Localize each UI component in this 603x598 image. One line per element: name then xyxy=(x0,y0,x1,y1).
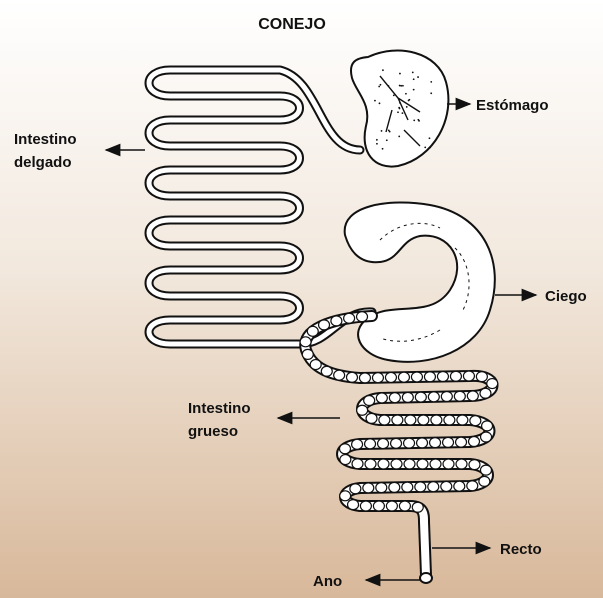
label-small-intestine-1: Intestino xyxy=(14,131,77,148)
fecal-pellet xyxy=(352,439,363,449)
title: CONEJO xyxy=(258,16,326,33)
label-large-intestine-1: Intestino xyxy=(188,400,251,417)
fecal-pellet xyxy=(379,415,390,425)
fecal-pellet xyxy=(360,501,371,511)
fecal-pellet xyxy=(411,372,422,382)
fecal-pellet xyxy=(444,415,455,425)
fecal-pellet xyxy=(402,482,413,492)
fecal-pellet xyxy=(363,483,374,493)
fecal-pellet xyxy=(467,481,478,491)
fecal-pellet xyxy=(443,437,454,447)
fecal-pellet xyxy=(339,444,350,454)
fecal-pellet xyxy=(352,459,363,469)
fecal-pellet xyxy=(378,459,389,469)
fecal-pellet xyxy=(443,459,454,469)
fecal-pellet xyxy=(350,484,361,494)
fecal-pellet xyxy=(346,372,357,382)
fecal-pellet xyxy=(469,437,480,447)
fecal-pellet xyxy=(398,372,409,382)
fecal-pellet xyxy=(417,459,428,469)
fecal-pellet xyxy=(450,371,461,381)
fecal-pellet xyxy=(392,415,403,425)
fecal-pellet xyxy=(391,438,402,448)
fecal-pellet xyxy=(424,372,435,382)
fecal-pellet xyxy=(366,413,377,423)
fecal-pellet xyxy=(319,320,330,330)
fecal-pellet xyxy=(300,337,311,347)
fecal-pellet xyxy=(307,326,318,336)
fecal-pellet xyxy=(469,460,480,470)
label-small-intestine-2: delgado xyxy=(14,154,72,171)
fecal-pellet xyxy=(340,455,351,465)
fecal-pellet xyxy=(437,371,448,381)
fecal-pellet xyxy=(456,459,467,469)
fecal-pellet xyxy=(415,482,426,492)
label-anus: Ano xyxy=(313,573,342,590)
fecal-pellet xyxy=(441,481,452,491)
fecal-pellet xyxy=(467,391,478,401)
label-large-intestine-2: grueso xyxy=(188,423,238,440)
fecal-pellet xyxy=(470,416,481,426)
fecal-pellet xyxy=(302,349,313,359)
fecal-pellet xyxy=(348,500,359,510)
fecal-pellet xyxy=(428,392,439,402)
fecal-pellet xyxy=(431,415,442,425)
fecal-pellet xyxy=(418,415,429,425)
fecal-pellet xyxy=(386,501,397,511)
fecal-pellet xyxy=(415,392,426,402)
fecal-pellet xyxy=(389,482,400,492)
fecal-pellet xyxy=(376,393,387,403)
label-rectum: Recto xyxy=(500,541,542,558)
fecal-pellet xyxy=(402,392,413,402)
fecal-pellet xyxy=(357,405,368,415)
fecal-pellet xyxy=(340,491,351,501)
fecal-pellet xyxy=(321,366,332,376)
fecal-pellet xyxy=(376,483,387,493)
fecal-pellet xyxy=(430,438,441,448)
fecal-pellet xyxy=(359,373,370,383)
fecal-pellet xyxy=(456,437,467,447)
fecal-pellet xyxy=(365,439,376,449)
fecal-pellet xyxy=(430,459,441,469)
fecal-pellet xyxy=(454,391,465,401)
fecal-pellet xyxy=(405,415,416,425)
fecal-pellet xyxy=(441,392,452,402)
fecal-pellet xyxy=(457,415,468,425)
fecal-pellet xyxy=(373,501,384,511)
fecal-pellet xyxy=(428,482,439,492)
fecal-pellet xyxy=(331,316,342,326)
fecal-pellet xyxy=(480,465,491,475)
fecal-pellet xyxy=(334,370,345,380)
fecal-pellet xyxy=(399,501,410,511)
fecal-pellet xyxy=(404,438,415,448)
fecal-pellet xyxy=(385,372,396,382)
fecal-pellet xyxy=(344,313,355,323)
fecal-pellet xyxy=(463,371,474,381)
fecal-pellet xyxy=(479,476,490,486)
fecal-pellet xyxy=(417,438,428,448)
fecal-pellet xyxy=(454,481,465,491)
label-stomach: Estómago xyxy=(476,97,549,114)
fecal-pellet xyxy=(364,396,375,406)
fecal-pellet xyxy=(482,421,493,431)
anus-opening xyxy=(420,573,432,583)
fecal-pellet xyxy=(378,439,389,449)
fecal-pellet xyxy=(412,502,423,512)
fecal-pellet xyxy=(487,379,498,389)
fecal-pellet xyxy=(372,373,383,383)
fecal-pellet xyxy=(391,459,402,469)
fecal-pellet xyxy=(357,312,368,322)
fecal-pellet xyxy=(310,360,321,370)
fecal-pellet xyxy=(481,432,492,442)
fecal-pellet xyxy=(476,372,487,382)
fecal-pellet xyxy=(404,459,415,469)
fecal-pellet xyxy=(480,388,491,398)
fecal-pellet xyxy=(365,459,376,469)
label-cecum: Ciego xyxy=(545,288,587,305)
fecal-pellet xyxy=(389,393,400,403)
